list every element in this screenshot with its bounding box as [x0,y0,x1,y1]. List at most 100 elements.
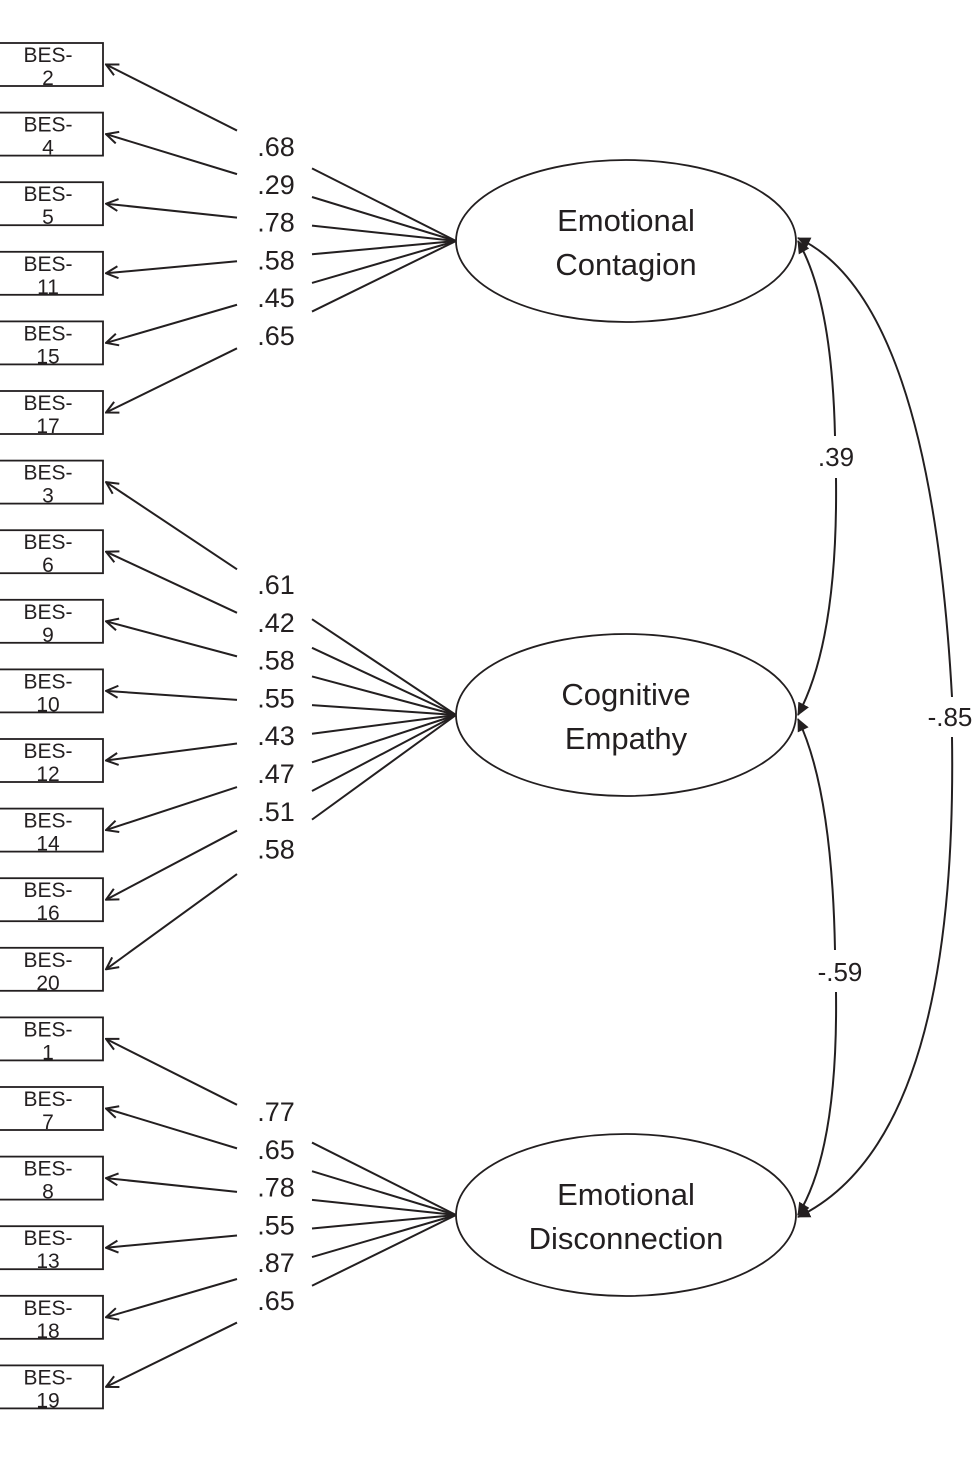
loading-value: .42 [257,608,295,638]
indicator-box: BES-6 [0,529,104,577]
correlation-ec-ed: -.85 [797,237,972,1218]
indicator-rect [0,111,104,157]
loading-value: .58 [257,245,295,275]
loading-arrow [106,786,238,830]
loading-path-segment [311,714,457,735]
indicator-box: BES-13 [0,1225,104,1273]
loading-arrow [106,552,238,614]
loading-value: .58 [257,835,295,865]
indicator-box: BES-16 [0,877,104,925]
indicator-rect [0,1016,104,1062]
indicator-label-prefix: BES- [23,601,72,624]
indicator-label-prefix: BES- [23,1158,72,1181]
loading-value: .68 [257,132,295,162]
loading-path-segment [311,1214,457,1287]
correlation-ce-ed: -.59 [797,718,863,1216]
loading-value: .87 [257,1248,295,1278]
loading-value: .55 [257,683,295,713]
indicator-box: BES-8 [0,1155,104,1204]
loading-arrow [106,1039,238,1106]
indicator-label-number: 17 [36,415,59,438]
loading-arrow [106,204,238,219]
indicator-box: BES-18 [0,1294,104,1343]
loading-arrow [106,482,238,571]
loading-labels: .68.29.78.58.45.65.61.42.58.55.43.47.51.… [257,132,295,1316]
loading-arrow [106,1278,238,1317]
loading-arrow [106,742,238,760]
indicator-label-number: 12 [36,763,59,786]
indicator-box: BES-2 [0,42,104,90]
indicator-label-prefix: BES- [23,879,72,902]
indicator-label-prefix: BES- [23,253,72,276]
correlation-value: -.59 [818,957,863,987]
indicator-rect [0,668,104,714]
indicator-label-prefix: BES- [23,1366,72,1389]
correlation-value: .39 [818,442,854,472]
indicator-rect [0,250,104,296]
loading-path-segment [311,1141,457,1216]
indicator-box: BES-5 [0,181,104,229]
indicator-box: BES-7 [0,1086,104,1134]
loading-arrow [106,691,238,701]
loading-path-segment [311,714,457,764]
indicator-label-prefix: BES- [23,1088,72,1111]
correlation-arc-upper [797,718,836,951]
loading-path-segment [311,1214,457,1230]
indicator-label-number: 8 [42,1181,54,1204]
indicator-box: BES-4 [0,111,104,160]
indicator-rect [0,390,104,435]
factor-ellipses: EmotionalContagionCognitiveEmpathyEmotio… [455,159,797,1297]
indicator-rect [0,598,104,644]
factor-name-line1: Cognitive [561,677,690,712]
indicator-rect [0,320,104,366]
indicator-rect [0,1294,104,1340]
indicator-label-prefix: BES- [23,531,72,554]
loading-path-segment [311,196,457,242]
indicator-label-number: 10 [36,693,59,716]
loading-arrow [106,1109,238,1150]
loading-arrow [106,873,238,969]
indicator-boxes: BES-2BES-4BES-5BES-11BES-15BES-17BES-3BE… [0,42,104,1412]
indicator-rect [0,1225,104,1271]
loading-arrow [106,829,238,900]
loading-value: .65 [257,1286,295,1316]
indicator-box: BES-17 [0,390,104,438]
indicator-label-prefix: BES- [23,740,72,763]
indicator-rect [0,1086,104,1131]
indicator-rect [0,459,104,505]
loading-arrow [106,621,238,658]
indicator-label-number: 4 [42,137,54,160]
factor-name-line2: Empathy [565,721,688,756]
factor-name-line1: Emotional [557,1177,695,1212]
correlation-arc-lower [797,477,838,716]
loading-path-segment [311,618,457,716]
loading-path-segment [311,1198,457,1216]
loading-value: .51 [257,797,295,827]
indicator-box: BES-1 [0,1016,104,1064]
loading-value: .61 [257,570,295,600]
indicator-box: BES-11 [0,250,104,299]
loading-path-segment [311,714,457,821]
loading-value: .58 [257,646,295,676]
indicator-rect [0,807,104,853]
factor-ellipse [455,633,797,797]
correlation-arc-lower [797,991,838,1216]
loading-arrow [106,303,238,343]
loading-arrow [106,134,238,176]
loading-value: .29 [257,170,295,200]
indicator-label-number: 7 [42,1111,54,1134]
indicator-rect [0,1155,104,1201]
loading-value: .43 [257,721,295,751]
indicator-label-number: 11 [37,276,59,299]
indicator-label-number: 5 [42,206,54,229]
loading-value: .47 [257,759,295,789]
correlation-paths: .39 -.59-.85 [797,237,972,1218]
indicator-box: BES-14 [0,807,104,856]
indicator-box: BES-10 [0,668,104,716]
factor-name-line2: Contagion [555,247,696,282]
indicator-box: BES-20 [0,946,104,995]
loading-path-segment [311,1170,457,1216]
